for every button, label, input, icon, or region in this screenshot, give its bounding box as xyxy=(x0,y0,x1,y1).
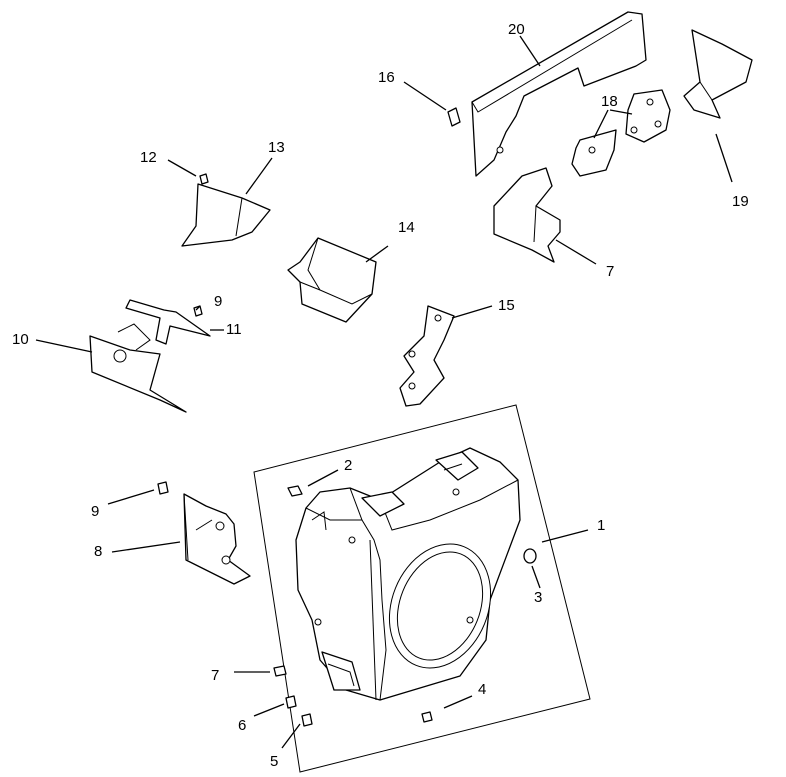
blower-housing xyxy=(295,447,521,701)
callout-15: 15 xyxy=(498,297,515,314)
baffle-10 xyxy=(89,323,187,413)
screw-7-lower xyxy=(273,665,287,677)
plug-3 xyxy=(523,548,537,564)
screw-9-lower xyxy=(157,481,169,495)
callout-10: 10 xyxy=(12,331,29,348)
screw-16 xyxy=(447,107,461,127)
callout-18: 18 xyxy=(601,93,618,110)
callout-7-upper: 7 xyxy=(606,263,614,280)
callout-16: 16 xyxy=(378,69,395,86)
screw-5 xyxy=(301,713,313,727)
screw-9-upper xyxy=(193,305,203,317)
callout-1: 1 xyxy=(597,517,605,534)
plate-18-left xyxy=(571,129,617,177)
panel-20 xyxy=(471,11,647,177)
callout-9-lower: 9 xyxy=(91,503,99,520)
baffle-11 xyxy=(125,299,211,345)
screw-6 xyxy=(285,695,297,709)
duct-14 xyxy=(287,237,377,323)
callout-19: 19 xyxy=(732,193,749,210)
callout-2: 2 xyxy=(344,457,352,474)
callout-6: 6 xyxy=(238,717,246,734)
callout-7-lower: 7 xyxy=(211,667,219,684)
bracket-7-upper xyxy=(493,167,561,263)
leader-lines xyxy=(35,35,733,749)
callout-9-upper: 9 xyxy=(214,293,222,310)
callout-12: 12 xyxy=(140,149,157,166)
screw-12 xyxy=(199,173,209,185)
callout-14: 14 xyxy=(398,219,415,236)
callout-13: 13 xyxy=(268,139,285,156)
callout-8: 8 xyxy=(94,543,102,560)
callout-20: 20 xyxy=(508,21,525,38)
plate-18-right xyxy=(625,89,671,143)
callout-5: 5 xyxy=(270,753,278,770)
bracket-19 xyxy=(683,29,753,119)
callout-11: 11 xyxy=(226,321,242,338)
bracket-15 xyxy=(399,305,455,407)
callout-3: 3 xyxy=(534,589,542,606)
nut-2 xyxy=(287,485,303,497)
clip-4 xyxy=(421,711,433,723)
callout-labels: 1 2 3 4 5 6 7 7 8 9 9 10 11 12 13 14 15 … xyxy=(12,21,749,770)
bracket-8 xyxy=(183,493,251,585)
shield-13 xyxy=(181,183,271,247)
callout-4: 4 xyxy=(478,681,486,698)
